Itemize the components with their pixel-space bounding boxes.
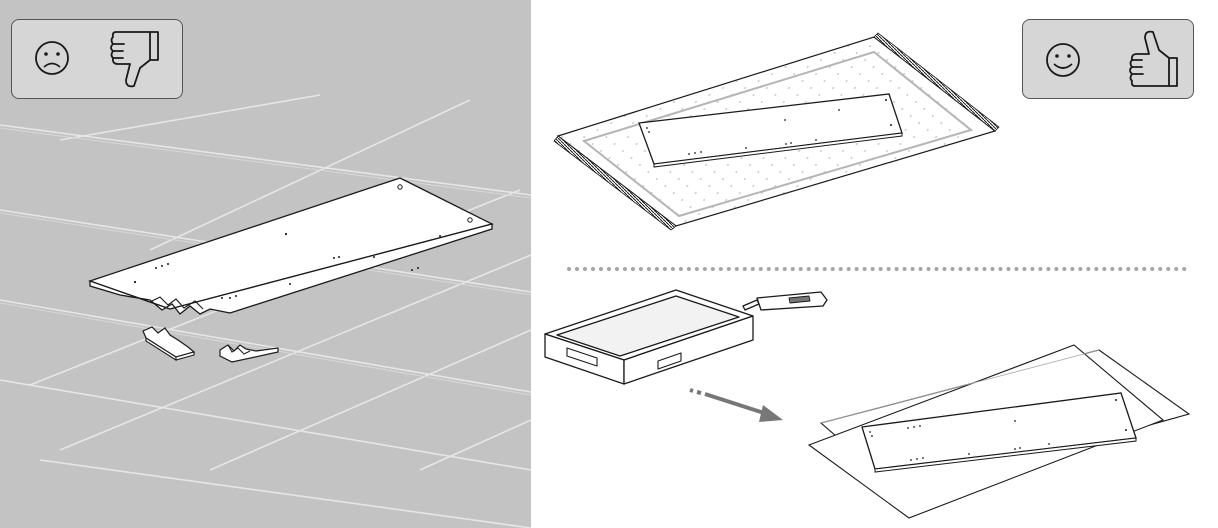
right-method-panel [531,0,1218,528]
good-verdict-badge [1022,19,1194,99]
damaged-panel [87,177,494,315]
rug [553,32,1000,231]
direction-arrow [689,388,783,422]
hard-floor-scene [0,94,531,528]
protected-surface-scene [544,32,1191,519]
dotted-divider [567,267,1187,271]
utility-knife-icon [742,291,828,311]
sad-face-icon [35,41,69,75]
broken-chip-right [219,344,279,363]
rug-fringe-right [873,32,1000,132]
bad-verdict-badge [11,19,183,99]
panel-on-cardboard [861,392,1137,473]
floor-tile-grid [0,94,531,528]
wrong-method-panel [0,0,531,528]
open-cardboard-box [544,289,754,385]
happy-face-icon [1046,43,1080,77]
broken-chip-left [142,326,196,361]
panel-on-rug [638,93,903,168]
cardboard-sheets [807,344,1191,519]
thumbs-up-icon [1129,30,1178,87]
rug-fringe-left [553,135,677,231]
thumbs-down-icon [110,31,159,88]
